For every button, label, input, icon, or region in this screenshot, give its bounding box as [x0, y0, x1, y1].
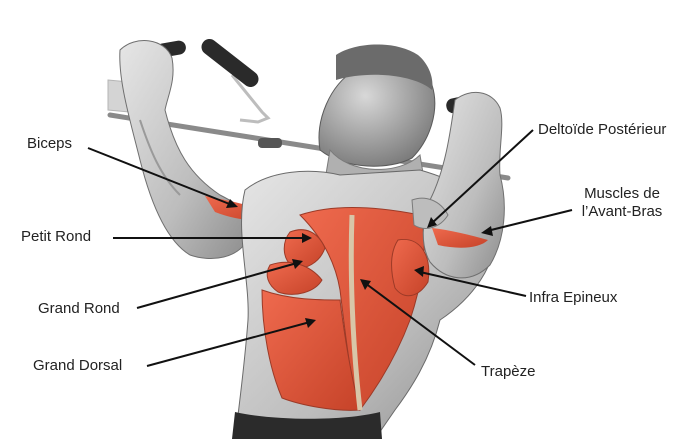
grand-dorsal-leader [146, 321, 311, 367]
trapeze-leader [364, 282, 476, 366]
deltoid-posterior [411, 197, 449, 229]
forearm-highlight [432, 228, 488, 248]
leader-lines [87, 129, 573, 367]
infra-epineux-leader [419, 271, 527, 297]
biceps-arrowhead [226, 199, 238, 208]
label-infra-epineux: Infra Epineux [529, 289, 618, 306]
label-trapeze: Trapèze [481, 363, 536, 380]
petit-rond-highlight [283, 229, 326, 269]
trapeze-arrowhead [360, 279, 371, 290]
grand-rond-leader [136, 262, 298, 309]
label-grand-rond: Grand Rond [38, 300, 120, 317]
deltoide-leader [431, 129, 534, 224]
avant-bras-arrowhead [481, 226, 493, 236]
label-muscles-avant-bras: Muscles de l’Avant-Bras [572, 185, 672, 221]
grand-dorsal-arrowhead [305, 318, 316, 328]
label-avant-bras-line2: l’Avant-Bras [581, 203, 663, 220]
infra-epineux-arrowhead [414, 266, 424, 277]
label-grand-dorsal: Grand Dorsal [33, 357, 123, 374]
petit-rond-arrowhead [302, 233, 312, 243]
label-petit-rond: Petit Rond [21, 228, 92, 245]
deltoide-arrowhead [427, 217, 437, 228]
label-biceps: Biceps [27, 135, 73, 152]
leader-arrowheads [226, 199, 493, 328]
avant-bras-leader [486, 209, 573, 232]
grand-rond-arrowhead [292, 259, 303, 269]
biceps-leader [87, 147, 233, 206]
label-avant-bras-line1: Muscles de [584, 185, 660, 202]
infra-epineux-highlight [391, 238, 430, 297]
label-deltoide-posterieur: Deltoïde Postérieur [538, 121, 667, 138]
